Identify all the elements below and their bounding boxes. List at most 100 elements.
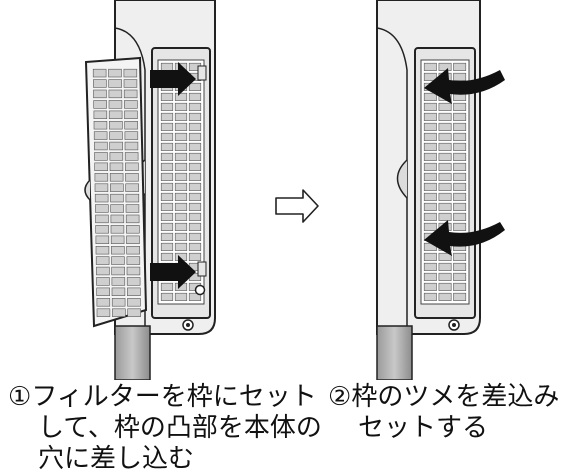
filter-mesh-cell [125,162,139,171]
filter-mesh-cell [125,204,140,213]
filter-mesh-cell [423,212,437,221]
filter-mesh-cell [188,222,202,231]
mount-bracket [376,325,413,380]
filter-mesh-cell [188,102,202,111]
filter-mesh-cell [160,252,174,261]
filter-mesh-cell [125,193,140,203]
filter-mesh-cell [160,222,174,231]
filter-mesh-cell [423,262,437,271]
filter-mesh-cell [160,202,174,211]
filter-mesh-cell [111,298,126,307]
filter-mesh-cell [95,214,109,224]
filter-mesh-cell [95,256,110,265]
filter-mesh-cell [124,100,138,109]
filter-mesh-cell [188,292,202,301]
filter-mesh-cell [174,232,188,241]
filter-mesh-cell [95,235,110,244]
filter-mesh-cell [160,162,174,171]
filter-mesh-cell [453,132,467,141]
filter-mesh-cell [160,282,174,291]
filter-mesh-cell [188,242,202,251]
filter-mesh-cell [174,242,188,251]
filter-mesh-cell [423,162,437,171]
filter-mesh-cell [123,68,138,78]
filter-mesh-cell [111,256,125,265]
filter-mesh-cell [188,132,202,141]
filter-mesh-cell [423,292,437,301]
filter-mesh-cell [108,100,123,109]
filter-mesh-cell [453,262,467,271]
step-number: ② [328,382,352,412]
filter-mesh-cell [453,162,467,171]
filter-mesh-cell [124,141,139,151]
filter-mesh-cell [94,162,108,171]
step2-caption: ②枠のツメを差込み セットする [328,382,568,444]
filter-mesh-cell [160,122,174,131]
filter-mesh-cell [109,162,124,171]
filter-mesh-cell [438,132,452,141]
filter-mesh-cell [124,121,138,130]
filter-mesh-cell [111,266,125,276]
filter-mesh-cell [124,110,138,120]
filter-mesh-cell [124,131,139,140]
curved-left-arrow-icon [424,68,505,104]
caption-line: して、枠の凸部を本体の [38,413,322,443]
filter-mesh-cell [453,152,467,161]
filter-mesh-cell [160,152,174,161]
filter-mesh-cell [124,152,139,161]
filter-mesh-cell [438,112,452,121]
filter-mesh-cell [188,252,202,261]
filter-mesh-cell [423,92,437,101]
filter-mesh-cell [174,172,188,181]
filter-mesh-cell [112,308,126,317]
mount-bracket [114,325,151,380]
filter-mesh-cell [423,152,437,161]
filter-mesh-cell [453,122,467,131]
filter-mesh-cell [111,277,126,286]
filter-mesh-cell [174,182,188,191]
filter-mesh-cell [174,132,188,141]
screw-icon [448,319,460,331]
unit-knob [396,159,408,199]
filter-mesh-cell [160,192,174,201]
filter-mesh-cell [160,92,174,101]
filter-mesh-cell [438,252,452,261]
filter-mesh-cell [423,282,437,291]
filter-mesh-cell [174,202,188,211]
filter-mesh-cell [188,152,202,161]
filter-mesh-cell [453,172,467,181]
filter-mesh-cell [94,183,109,192]
filter-mesh-cell [438,182,452,191]
filter-mesh-cell [108,68,122,78]
filter-mesh-cell [188,192,202,201]
caption-line: セットする [358,413,489,443]
filter-mesh-cell [188,172,202,181]
filter-mesh-cell [93,100,107,109]
filter-mesh-cell [438,212,452,221]
caption-line: 穴に差し込む [38,444,195,474]
step2-panel [376,0,505,380]
filter-mesh-cell [110,183,124,192]
filter-mesh-cell [109,131,123,140]
filter-mesh-cell [438,162,452,171]
filter-mesh-cell [125,173,139,182]
filter-mesh-cell [453,112,467,121]
filter-mesh-cell [110,235,125,244]
filter-mesh-cell [93,131,108,140]
filter-installation-illustration [84,0,505,380]
filter-mesh-cell [188,122,202,131]
filter-mesh-cell [109,121,123,130]
filter-mesh-cell [174,212,188,221]
filter-mesh-cell [453,192,467,201]
filter-mesh-cell [423,122,437,131]
filter-mesh-cell [127,287,141,296]
filter-mesh-cell [438,292,452,301]
filter-mesh-cell [92,68,107,78]
outline-right-arrow-icon [275,189,319,223]
filter-sheet [84,56,148,328]
filter-mesh-cell [110,204,124,213]
filter-mesh-cell [93,121,108,130]
filter-mesh-cell [160,212,174,221]
step1-panel [84,0,216,380]
filter-mesh-cell [174,152,188,161]
